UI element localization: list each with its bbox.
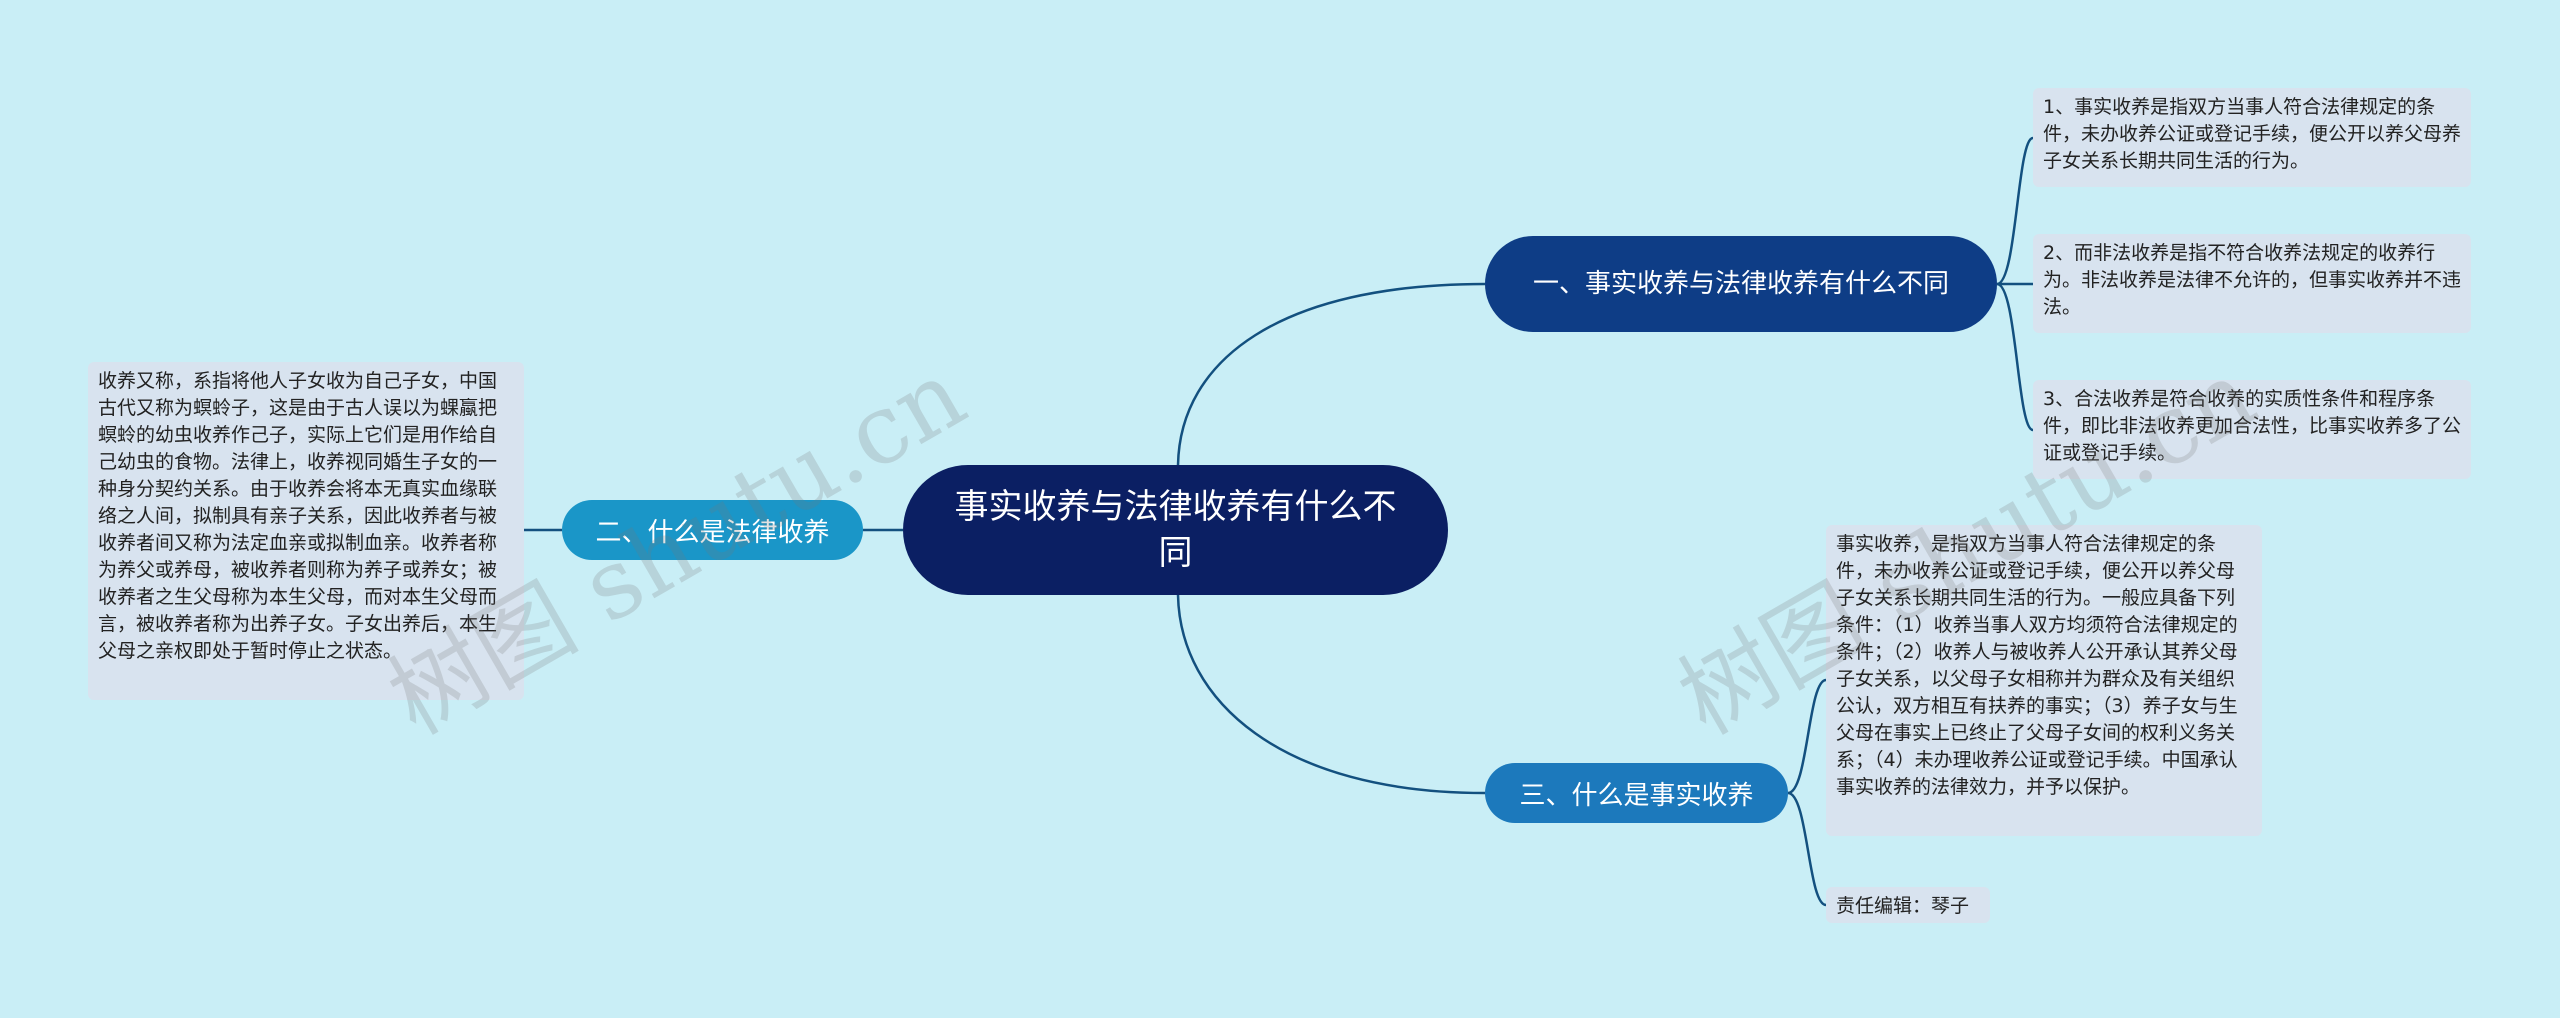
branch-1[interactable]: 一、事实收养与法律收养有什么不同: [1485, 236, 1997, 332]
link-branch1-bracket: [1996, 136, 2034, 432]
branch-1-label: 一、事实收养与法律收养有什么不同: [1533, 268, 1950, 299]
link-branch3-bracket: [1787, 678, 1827, 907]
root-topic-label: 事实收养与法律收养有什么不同: [954, 487, 1397, 573]
branch-3-leaf-editor[interactable]: 责任编辑：琴子: [1826, 887, 1990, 923]
branch-3[interactable]: 三、什么是事实收养: [1485, 763, 1788, 823]
branch-1-leaf-2[interactable]: 2、而非法收养是指不符合收养法规定的收养行为。非法收养是法律不允许的，但事实收养…: [2033, 234, 2471, 333]
leaf-text: 1、事实收养是指双方当事人符合法律规定的条件，未办收养公证或登记手续，便公开以养…: [2043, 96, 2462, 172]
leaf-text: 事实收养，是指双方当事人符合法律规定的条件，未办收养公证或登记手续，便公开以养父…: [1836, 533, 2238, 798]
branch-1-leaf-3[interactable]: 3、合法收养是符合收养的实质性条件和程序条件，即比非法收养更加合法性，比事实收养…: [2033, 380, 2471, 479]
root-topic[interactable]: 事实收养与法律收养有什么不同: [903, 465, 1448, 595]
branch-1-leaf-1[interactable]: 1、事实收养是指双方当事人符合法律规定的条件，未办收养公证或登记手续，便公开以养…: [2033, 88, 2471, 187]
branch-2[interactable]: 二、什么是法律收养: [562, 500, 863, 560]
branch-2-leaf-1[interactable]: 收养又称，系指将他人子女收为自己子女，中国古代又称为螟蛉子，这是由于古人误以为蜾…: [88, 362, 524, 700]
link-root-branch1: [1176, 282, 1486, 466]
leaf-text: 2、而非法收养是指不符合收养法规定的收养行为。非法收养是法律不允许的，但事实收养…: [2043, 242, 2462, 318]
branch-3-leaf-1[interactable]: 事实收养，是指双方当事人符合法律规定的条件，未办收养公证或登记手续，便公开以养父…: [1826, 525, 2262, 836]
branch-2-label: 二、什么是法律收养: [595, 517, 830, 548]
link-root-branch3: [1176, 594, 1486, 795]
leaf-text: 3、合法收养是符合收养的实质性条件和程序条件，即比非法收养更加合法性，比事实收养…: [2043, 388, 2462, 464]
leaf-text: 责任编辑：琴子: [1836, 895, 1970, 917]
branch-3-label: 三、什么是事实收养: [1519, 780, 1754, 811]
leaf-text: 收养又称，系指将他人子女收为自己子女，中国古代又称为螟蛉子，这是由于古人误以为蜾…: [98, 370, 498, 662]
